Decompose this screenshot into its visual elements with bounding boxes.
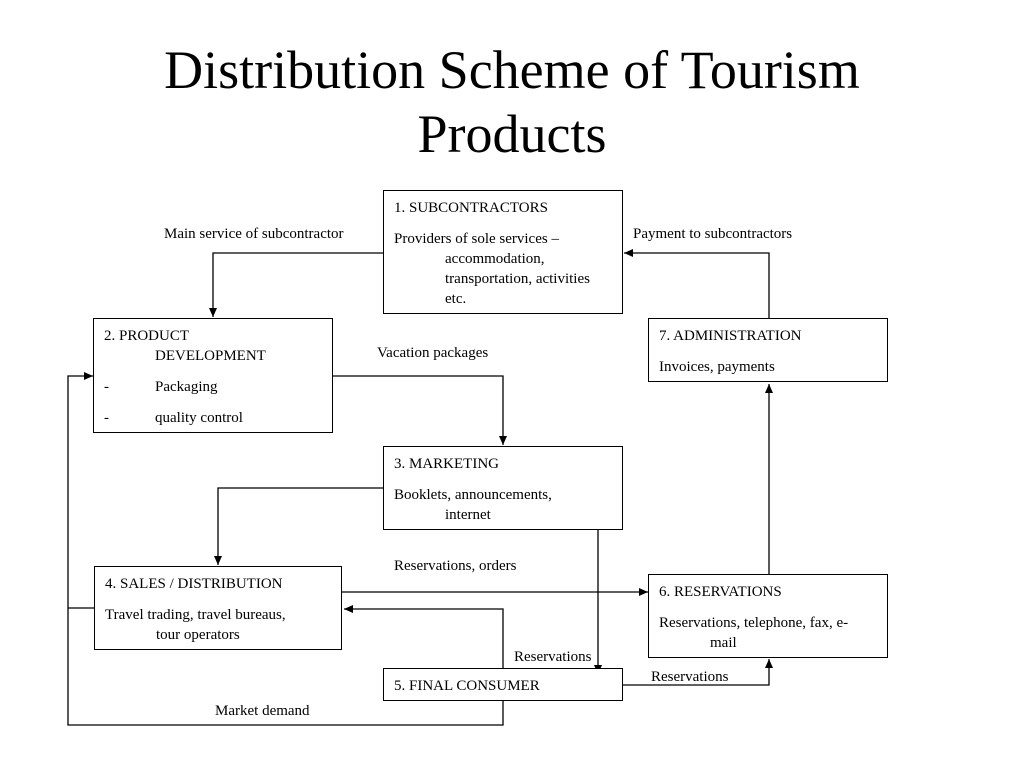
product-item-1-label: Packaging <box>155 379 218 395</box>
box-reservations: 6. RESERVATIONS Reservations, telephone,… <box>648 574 888 658</box>
subcontractors-line-2: accommodation, <box>445 251 545 267</box>
subcontractors-heading: 1. SUBCONTRACTORS <box>394 200 548 216</box>
list-dash: - <box>104 379 109 395</box>
sales-line-2: tour operators <box>156 627 240 643</box>
label-vacation-packages: Vacation packages <box>377 345 489 361</box>
title-line-2: Products <box>417 104 607 164</box>
page-title: Distribution Scheme of Tourism Products <box>0 38 1024 166</box>
final-consumer-heading: 5. FINAL CONSUMER <box>394 678 540 694</box>
arrow-marketing-to-sales <box>214 487 383 565</box>
label-market-demand: Market demand <box>215 703 310 719</box>
title-line-1: Distribution Scheme of Tourism <box>164 40 860 100</box>
product-item-packaging: - Packaging <box>104 377 322 397</box>
arrow-consumer-to-reservations <box>623 659 773 686</box>
label-reservations-right: Reservations <box>651 669 729 685</box>
subcontractors-line-1: Providers of sole services – <box>394 231 559 247</box>
product-heading-2: DEVELOPMENT <box>155 348 266 364</box>
box-product-development: 2. PRODUCT DEVELOPMENT - Packaging - qua… <box>93 318 333 433</box>
product-heading-1: 2. PRODUCT <box>104 328 190 344</box>
arrow-consumer-to-sales <box>344 605 504 671</box>
administration-heading: 7. ADMINISTRATION <box>659 328 802 344</box>
arrow-market-demand-loop <box>67 372 504 726</box>
product-item-2-label: quality control <box>155 410 243 426</box>
label-main-service: Main service of subcontractor <box>164 226 344 242</box>
arrow-administration-to-subcontractors <box>624 249 770 318</box>
arrow-product-to-marketing <box>333 375 507 445</box>
box-final-consumer: 5. FINAL CONSUMER <box>383 668 623 701</box>
label-reservations-orders: Reservations, orders <box>394 558 517 574</box>
label-reservations-mid: Reservations <box>514 649 592 665</box>
product-item-quality-control: - quality control <box>104 408 322 428</box>
reservations-line-1: Reservations, telephone, fax, e- <box>659 615 849 631</box>
reservations-heading: 6. RESERVATIONS <box>659 584 782 600</box>
marketing-line-1: Booklets, announcements, <box>394 487 552 503</box>
box-sales-distribution: 4. SALES / DISTRIBUTION Travel trading, … <box>94 566 342 650</box>
reservations-line-2: mail <box>710 635 737 651</box>
arrow-subcontractors-to-product <box>209 252 383 317</box>
subcontractors-line-4: etc. <box>445 291 467 307</box>
marketing-line-2: internet <box>445 507 491 523</box>
administration-line-1: Invoices, payments <box>659 359 775 375</box>
list-dash: - <box>104 410 109 426</box>
box-administration: 7. ADMINISTRATION Invoices, payments <box>648 318 888 382</box>
label-payment: Payment to subcontractors <box>633 226 793 242</box>
subcontractors-line-3: transportation, activities <box>445 271 590 287</box>
box-subcontractors: 1. SUBCONTRACTORS Providers of sole serv… <box>383 190 623 314</box>
sales-line-1: Travel trading, travel bureaus, <box>105 607 286 623</box>
sales-heading: 4. SALES / DISTRIBUTION <box>105 576 283 592</box>
marketing-heading: 3. MARKETING <box>394 456 499 472</box>
box-marketing: 3. MARKETING Booklets, announcements, in… <box>383 446 623 530</box>
